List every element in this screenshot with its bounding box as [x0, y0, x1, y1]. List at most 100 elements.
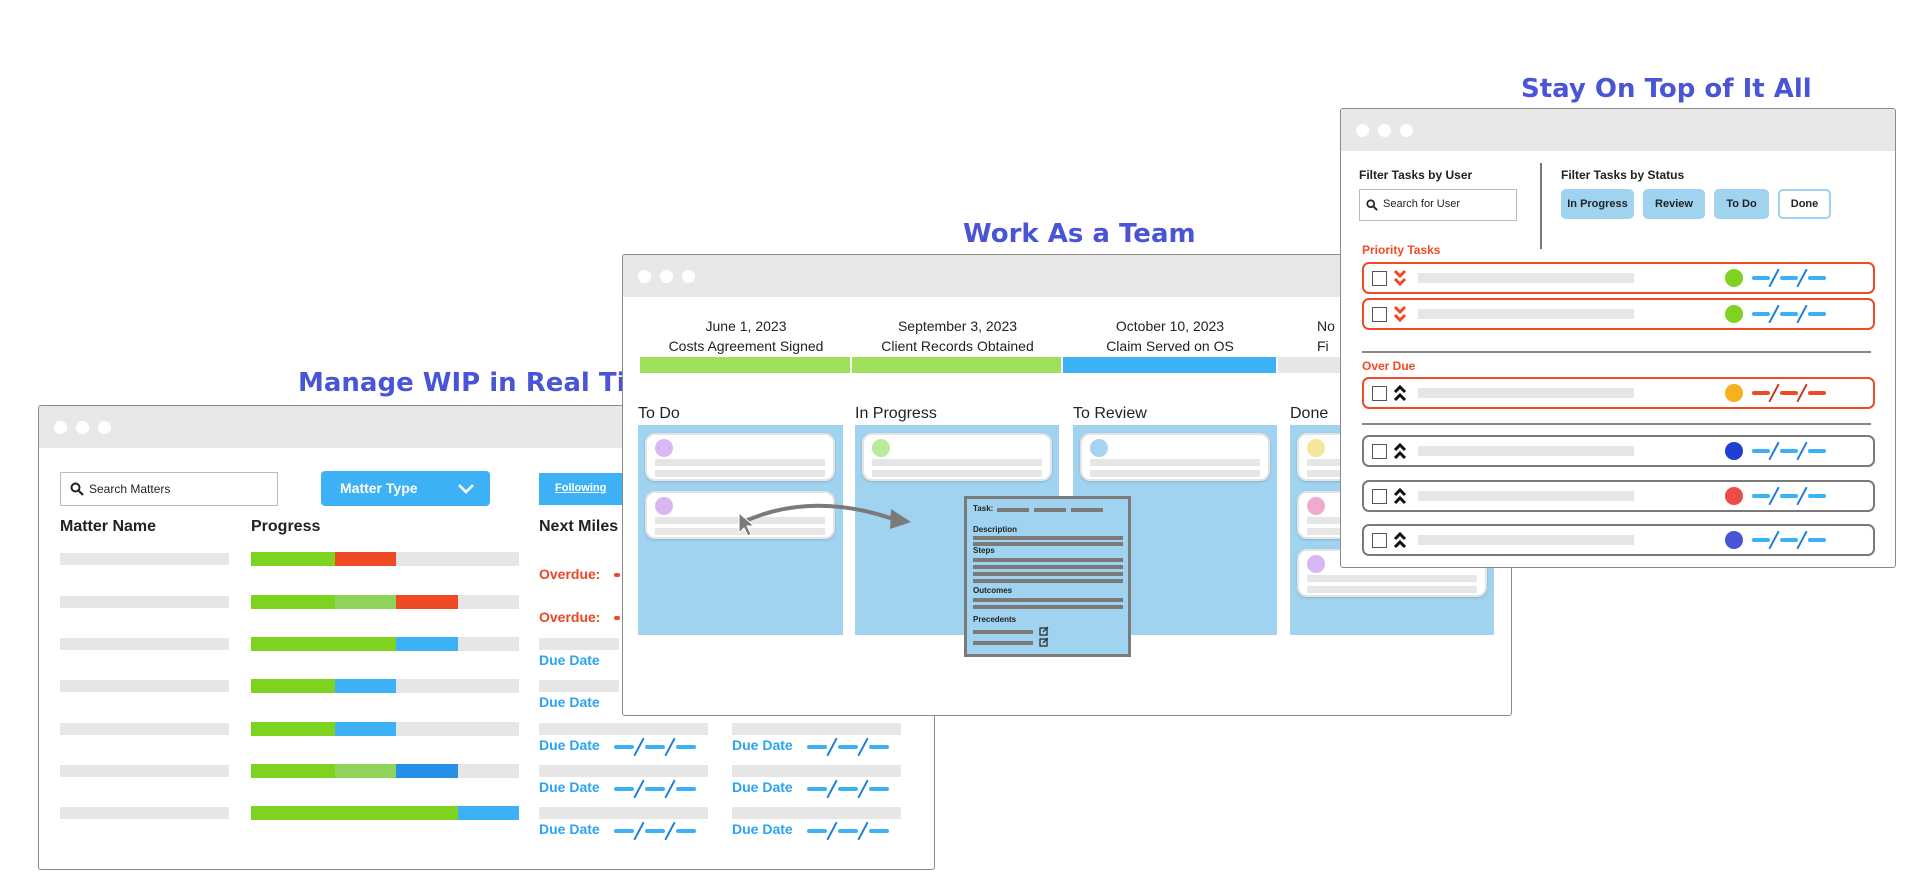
- priority-tasks-label: Priority Tasks: [1362, 243, 1441, 257]
- progress-bar: [251, 806, 519, 820]
- milestone-title: Client Records Obtained: [881, 338, 1034, 354]
- priority-urgent-down-icon: [1393, 269, 1407, 287]
- status-label: Due Date: [539, 779, 600, 795]
- matter-name-placeholder: [60, 807, 229, 819]
- user-search-input[interactable]: Search for User: [1359, 189, 1517, 221]
- matter-type-label: Matter Type: [340, 480, 418, 496]
- avatar: [1725, 269, 1743, 287]
- avatar: [1725, 442, 1743, 460]
- milestone-bar: [852, 357, 1061, 373]
- task-row[interactable]: [1362, 298, 1875, 330]
- divider: [1362, 351, 1871, 353]
- placeholder-bar: [539, 723, 708, 735]
- progress-bar: [251, 552, 519, 566]
- status-label: Overdue:: [539, 609, 601, 625]
- placeholder-bar: [539, 807, 708, 819]
- status-chip-done[interactable]: Done: [1778, 189, 1831, 219]
- chevron-down-icon: [458, 484, 474, 494]
- milestone-title: Claim Served on OS: [1106, 338, 1234, 354]
- external-link-icon: [1039, 626, 1049, 636]
- task-row[interactable]: [1362, 377, 1875, 409]
- window-dot: [1400, 124, 1413, 137]
- task-checkbox[interactable]: [1372, 444, 1387, 459]
- placeholder-bar: [732, 807, 901, 819]
- avatar: [1307, 555, 1325, 573]
- following-button[interactable]: Following: [539, 473, 626, 505]
- status-label: Overdue:: [539, 566, 601, 582]
- milestone-title: Fi: [1317, 338, 1329, 354]
- avatar: [1725, 531, 1743, 549]
- dash-mark: [614, 616, 620, 620]
- milestone: October 10, 2023 Claim Served on OS: [1063, 316, 1277, 356]
- window-dot: [1356, 124, 1369, 137]
- task-card[interactable]: [1080, 433, 1270, 481]
- window-dot: [76, 421, 89, 434]
- external-link-icon: [1039, 637, 1049, 647]
- milestone: No Fi: [1293, 316, 1335, 356]
- filter-user-label: Filter Tasks by User: [1359, 168, 1473, 182]
- status-label: Due Date: [732, 821, 793, 837]
- dash-mark: [614, 573, 620, 577]
- avatar: [1725, 305, 1743, 323]
- task-checkbox[interactable]: [1372, 307, 1387, 322]
- avatar: [1725, 384, 1743, 402]
- task-row[interactable]: [1362, 262, 1875, 294]
- column-header-todo: To Do: [638, 405, 680, 422]
- milestone-date: October 10, 2023: [1115, 318, 1225, 334]
- drag-arrow-icon: [740, 503, 911, 529]
- tasks-window: Filter Tasks by User Search for User Fil…: [1340, 108, 1896, 568]
- search-icon: [70, 482, 84, 496]
- matter-name-placeholder: [60, 553, 229, 565]
- overdue-label: Over Due: [1362, 359, 1416, 373]
- task-checkbox[interactable]: [1372, 489, 1387, 504]
- status-chip-review[interactable]: Review: [1643, 189, 1705, 219]
- status-chip-todo[interactable]: To Do: [1714, 189, 1769, 219]
- avatar: [1307, 439, 1325, 457]
- matter-name-placeholder: [60, 638, 229, 650]
- task-row[interactable]: [1362, 435, 1875, 467]
- milestone: June 1, 2023 Costs Agreement Signed: [640, 316, 852, 356]
- milestone-date: June 1, 2023: [705, 318, 787, 334]
- following-label: Following: [555, 482, 607, 494]
- description-label: Description: [973, 525, 1018, 534]
- matter-name-placeholder: [60, 596, 229, 608]
- avatar: [1725, 487, 1743, 505]
- milestone: September 3, 2023 Client Records Obtaine…: [852, 316, 1063, 356]
- column-header-to-review: To Review: [1073, 405, 1147, 422]
- window-dot: [682, 270, 695, 283]
- matter-type-dropdown[interactable]: Matter Type: [321, 471, 490, 506]
- status-label: Due Date: [539, 821, 600, 837]
- window-dot: [660, 270, 673, 283]
- avatar: [655, 497, 673, 515]
- task-label: Task:: [973, 504, 994, 513]
- tasks-titlebar: [1341, 109, 1895, 151]
- divider: [1540, 163, 1542, 249]
- matter-name-placeholder: [60, 765, 229, 777]
- task-checkbox[interactable]: [1372, 533, 1387, 548]
- avatar: [872, 439, 890, 457]
- matter-search-input[interactable]: Search Matters: [60, 472, 278, 506]
- matter-name-placeholder: [60, 680, 229, 692]
- task-checkbox[interactable]: [1372, 271, 1387, 286]
- task-card[interactable]: [862, 433, 1052, 481]
- precedents-label: Precedents: [973, 615, 1017, 624]
- search-user-placeholder: Search for User: [1383, 198, 1461, 210]
- avatar: [655, 439, 673, 457]
- task-row[interactable]: [1362, 524, 1875, 556]
- top-heading: Stay On Top of It All: [1521, 74, 1812, 104]
- placeholder-bar: [732, 765, 901, 777]
- milestone-date: September 3, 2023: [897, 318, 1018, 334]
- filter-status-label: Filter Tasks by Status: [1561, 168, 1685, 182]
- divider: [1362, 423, 1871, 425]
- milestone-bar: [640, 357, 850, 373]
- milestone-bar: [1063, 357, 1276, 373]
- task-row[interactable]: [1362, 480, 1875, 512]
- task-detail-popup[interactable]: Task: Description Steps Outcomes Precede…: [964, 496, 1131, 657]
- cursor-icon: [738, 511, 756, 537]
- matter-name-placeholder: [60, 723, 229, 735]
- task-card[interactable]: [645, 433, 835, 481]
- progress-bar: [251, 679, 519, 693]
- priority-high-up-icon: [1393, 531, 1407, 549]
- status-chip-in-progress[interactable]: In Progress: [1561, 189, 1634, 219]
- task-checkbox[interactable]: [1372, 386, 1387, 401]
